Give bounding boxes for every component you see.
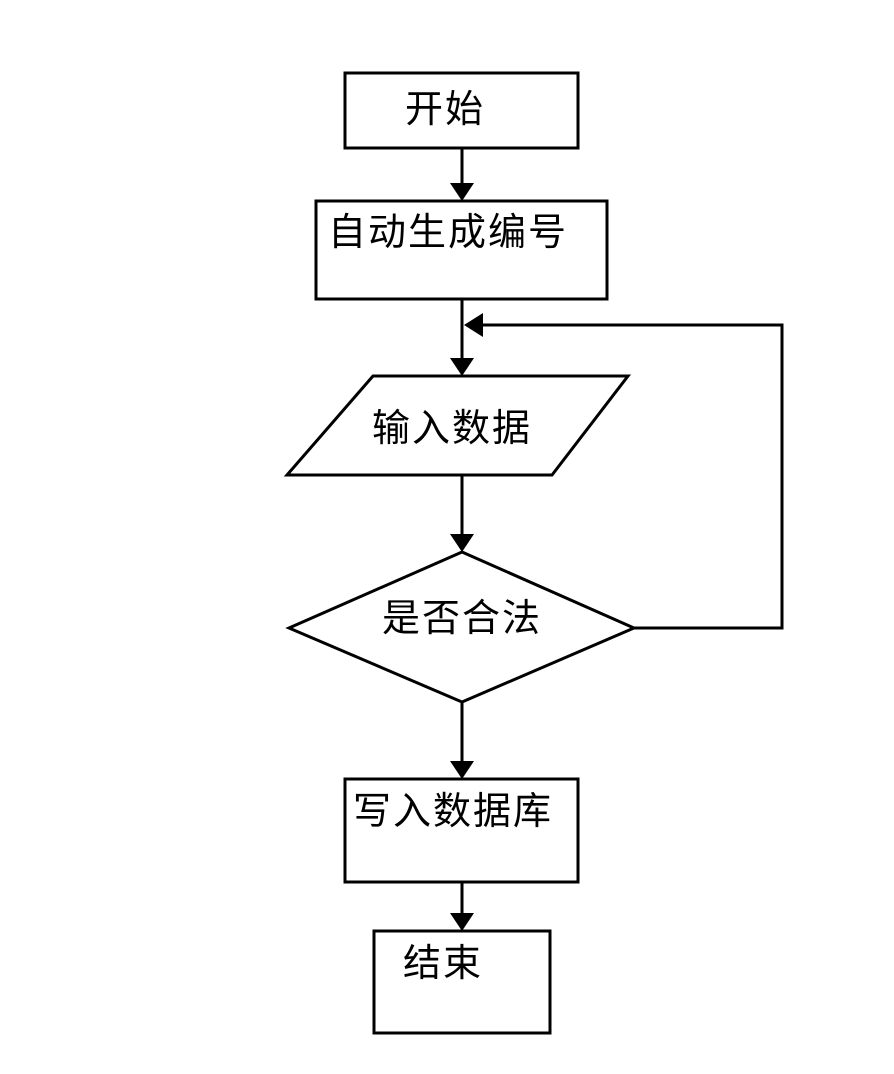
validity-check-diamond xyxy=(285,550,638,704)
auto-generate-number-rectangle xyxy=(314,199,609,301)
write-database-label: 写入数据库 xyxy=(352,791,554,834)
start-label: 开始 xyxy=(404,89,486,132)
arrowhead-into-write xyxy=(450,761,474,779)
end-label: 结束 xyxy=(402,943,484,986)
input-data-label: 输入数据 xyxy=(371,408,533,451)
edge-loop-back xyxy=(483,323,784,630)
arrowhead-loop-into-flowline xyxy=(464,313,483,337)
write-database-rectangle xyxy=(343,777,580,884)
start-rectangle xyxy=(343,71,580,150)
arrowhead-into-decision xyxy=(450,534,474,552)
arrowhead-into-end xyxy=(450,913,474,931)
end-rectangle xyxy=(372,929,552,1035)
input-data-parallelogram xyxy=(283,374,632,477)
arrowhead-into-input xyxy=(450,358,474,376)
validity-check-label: 是否合法 xyxy=(381,598,543,641)
auto-generate-number-label: 自动生成编号 xyxy=(327,212,569,255)
arrowhead-into-auto xyxy=(450,183,474,201)
